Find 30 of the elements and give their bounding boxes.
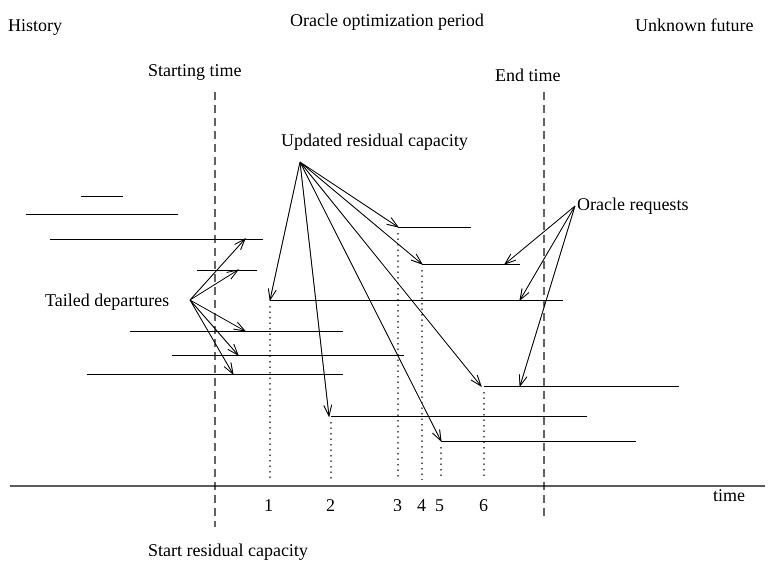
arrow <box>504 206 576 264</box>
period-label: Oracle optimization period <box>290 11 484 29</box>
annotation-label: Updated residual capacity <box>281 131 468 149</box>
tick-number: 3 <box>393 496 402 514</box>
tick-number: 4 <box>417 496 426 514</box>
time-marker-label: End time <box>495 66 560 84</box>
tick-number: 1 <box>264 496 273 514</box>
period-label: Unknown future <box>635 16 754 34</box>
period-label: History <box>8 16 62 34</box>
arrow <box>268 162 300 300</box>
tick-number: 5 <box>435 496 444 514</box>
annotation-label: Tailed departures <box>45 291 170 309</box>
arrow <box>190 300 234 374</box>
arrow <box>190 300 238 356</box>
arrow <box>300 162 442 442</box>
arrow <box>300 162 398 228</box>
axis-label: time <box>713 486 745 504</box>
arrow <box>300 162 332 416</box>
arrow <box>300 162 422 264</box>
arrow <box>190 238 246 300</box>
caption-label: Start residual capacity <box>148 541 308 559</box>
arrow <box>518 206 576 386</box>
arrow <box>190 300 246 332</box>
annotation-label: Oracle requests <box>577 195 688 213</box>
tick-number: 6 <box>479 496 488 514</box>
arrow <box>300 162 482 386</box>
arrow <box>520 206 576 300</box>
tick-number: 2 <box>326 496 335 514</box>
time-marker-label: Starting time <box>148 61 242 79</box>
arrow <box>190 270 238 300</box>
